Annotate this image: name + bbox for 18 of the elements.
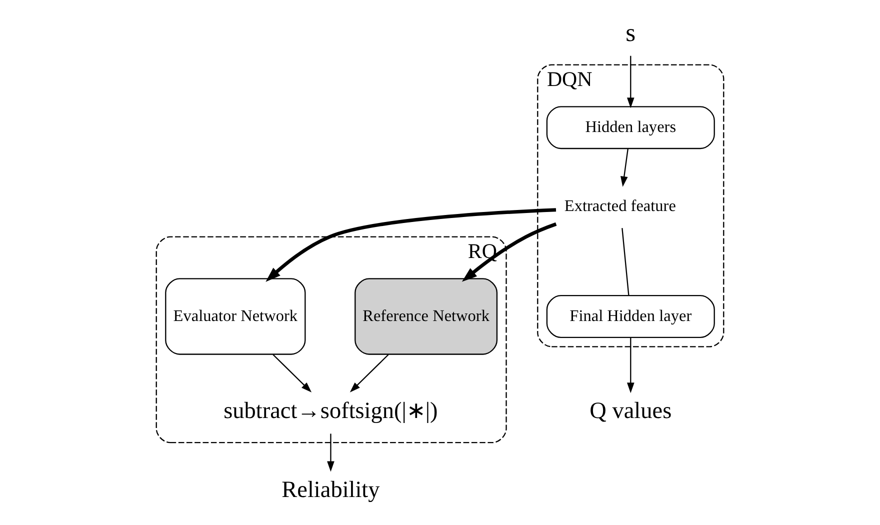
node-box: Reference Network — [354, 278, 498, 354]
arrow — [272, 354, 312, 392]
arrow — [462, 222, 557, 282]
node-text: s — [626, 18, 636, 47]
node-text: Extracted feature — [564, 196, 676, 214]
node-box: Hidden layers — [546, 106, 715, 149]
node-text: Reliability — [282, 476, 380, 503]
node-text: Q values — [590, 398, 672, 424]
node-box: Final Hidden layer — [546, 294, 715, 338]
arrow — [620, 148, 628, 186]
node-text: subtract→softsign(|∗|) — [224, 398, 438, 424]
arrow — [327, 433, 334, 472]
node-box: Evaluator Network — [165, 278, 306, 354]
arrow — [266, 208, 556, 282]
arrow — [626, 336, 634, 393]
connector — [622, 227, 630, 296]
arrow — [626, 55, 634, 108]
arrow — [350, 354, 389, 392]
